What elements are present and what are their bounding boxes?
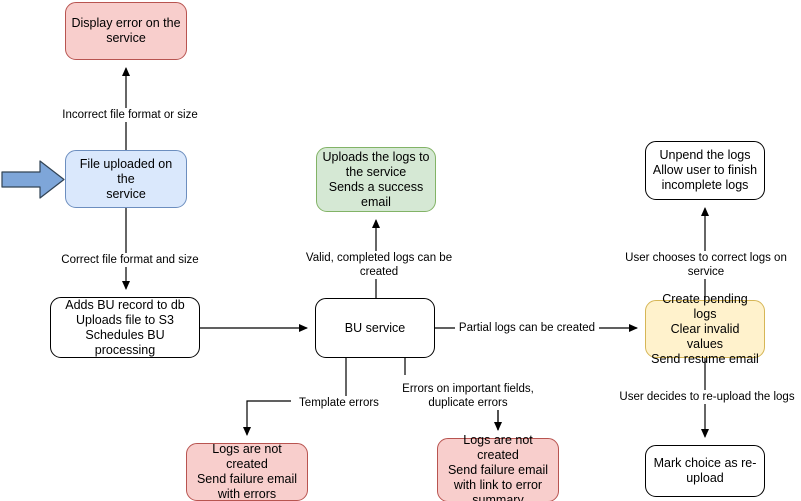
entry-arrow [1,160,65,199]
edge-label-template-errors: Template errors [291,396,387,410]
node-file-uploaded[interactable]: File uploaded on the service [65,150,187,208]
node-adds-bu-record[interactable]: Adds BU record to db Uploads file to S3 … [50,297,200,358]
edge-label-incorrect-format: Incorrect file format or size [58,108,202,122]
edge-label-valid-logs: Valid, completed logs can be created [284,251,474,279]
edge-label-user-reupload: User decides to re-upload the logs [609,390,801,404]
edge-label-partial-logs: Partial logs can be created [455,321,599,335]
edge-label-correct-format: Correct file format and size [58,253,202,267]
node-display-error[interactable]: Display error on the service [65,2,187,60]
node-logs-not-created-errors[interactable]: Logs are not created Send failure email … [186,442,308,501]
node-mark-choice-reupload[interactable]: Mark choice as re- upload [645,445,765,497]
node-unpend-logs[interactable]: Unpend the logs Allow user to finish inc… [645,141,765,200]
edge-bu-service-to-logs-not-created-summary [404,358,502,431]
node-create-pending-logs[interactable]: Create pending logs Clear invalid values… [645,292,765,366]
node-uploads-logs[interactable]: Uploads the logs to the service Sends a … [316,147,436,212]
node-bu-service[interactable]: BU service [315,298,435,358]
node-logs-not-created-summary[interactable]: Logs are not created Send failure email … [437,433,559,501]
edge-label-important-fields: Errors on important fields, duplicate er… [394,382,542,410]
edge-label-user-corrects: User chooses to correct logs on service [606,251,801,279]
